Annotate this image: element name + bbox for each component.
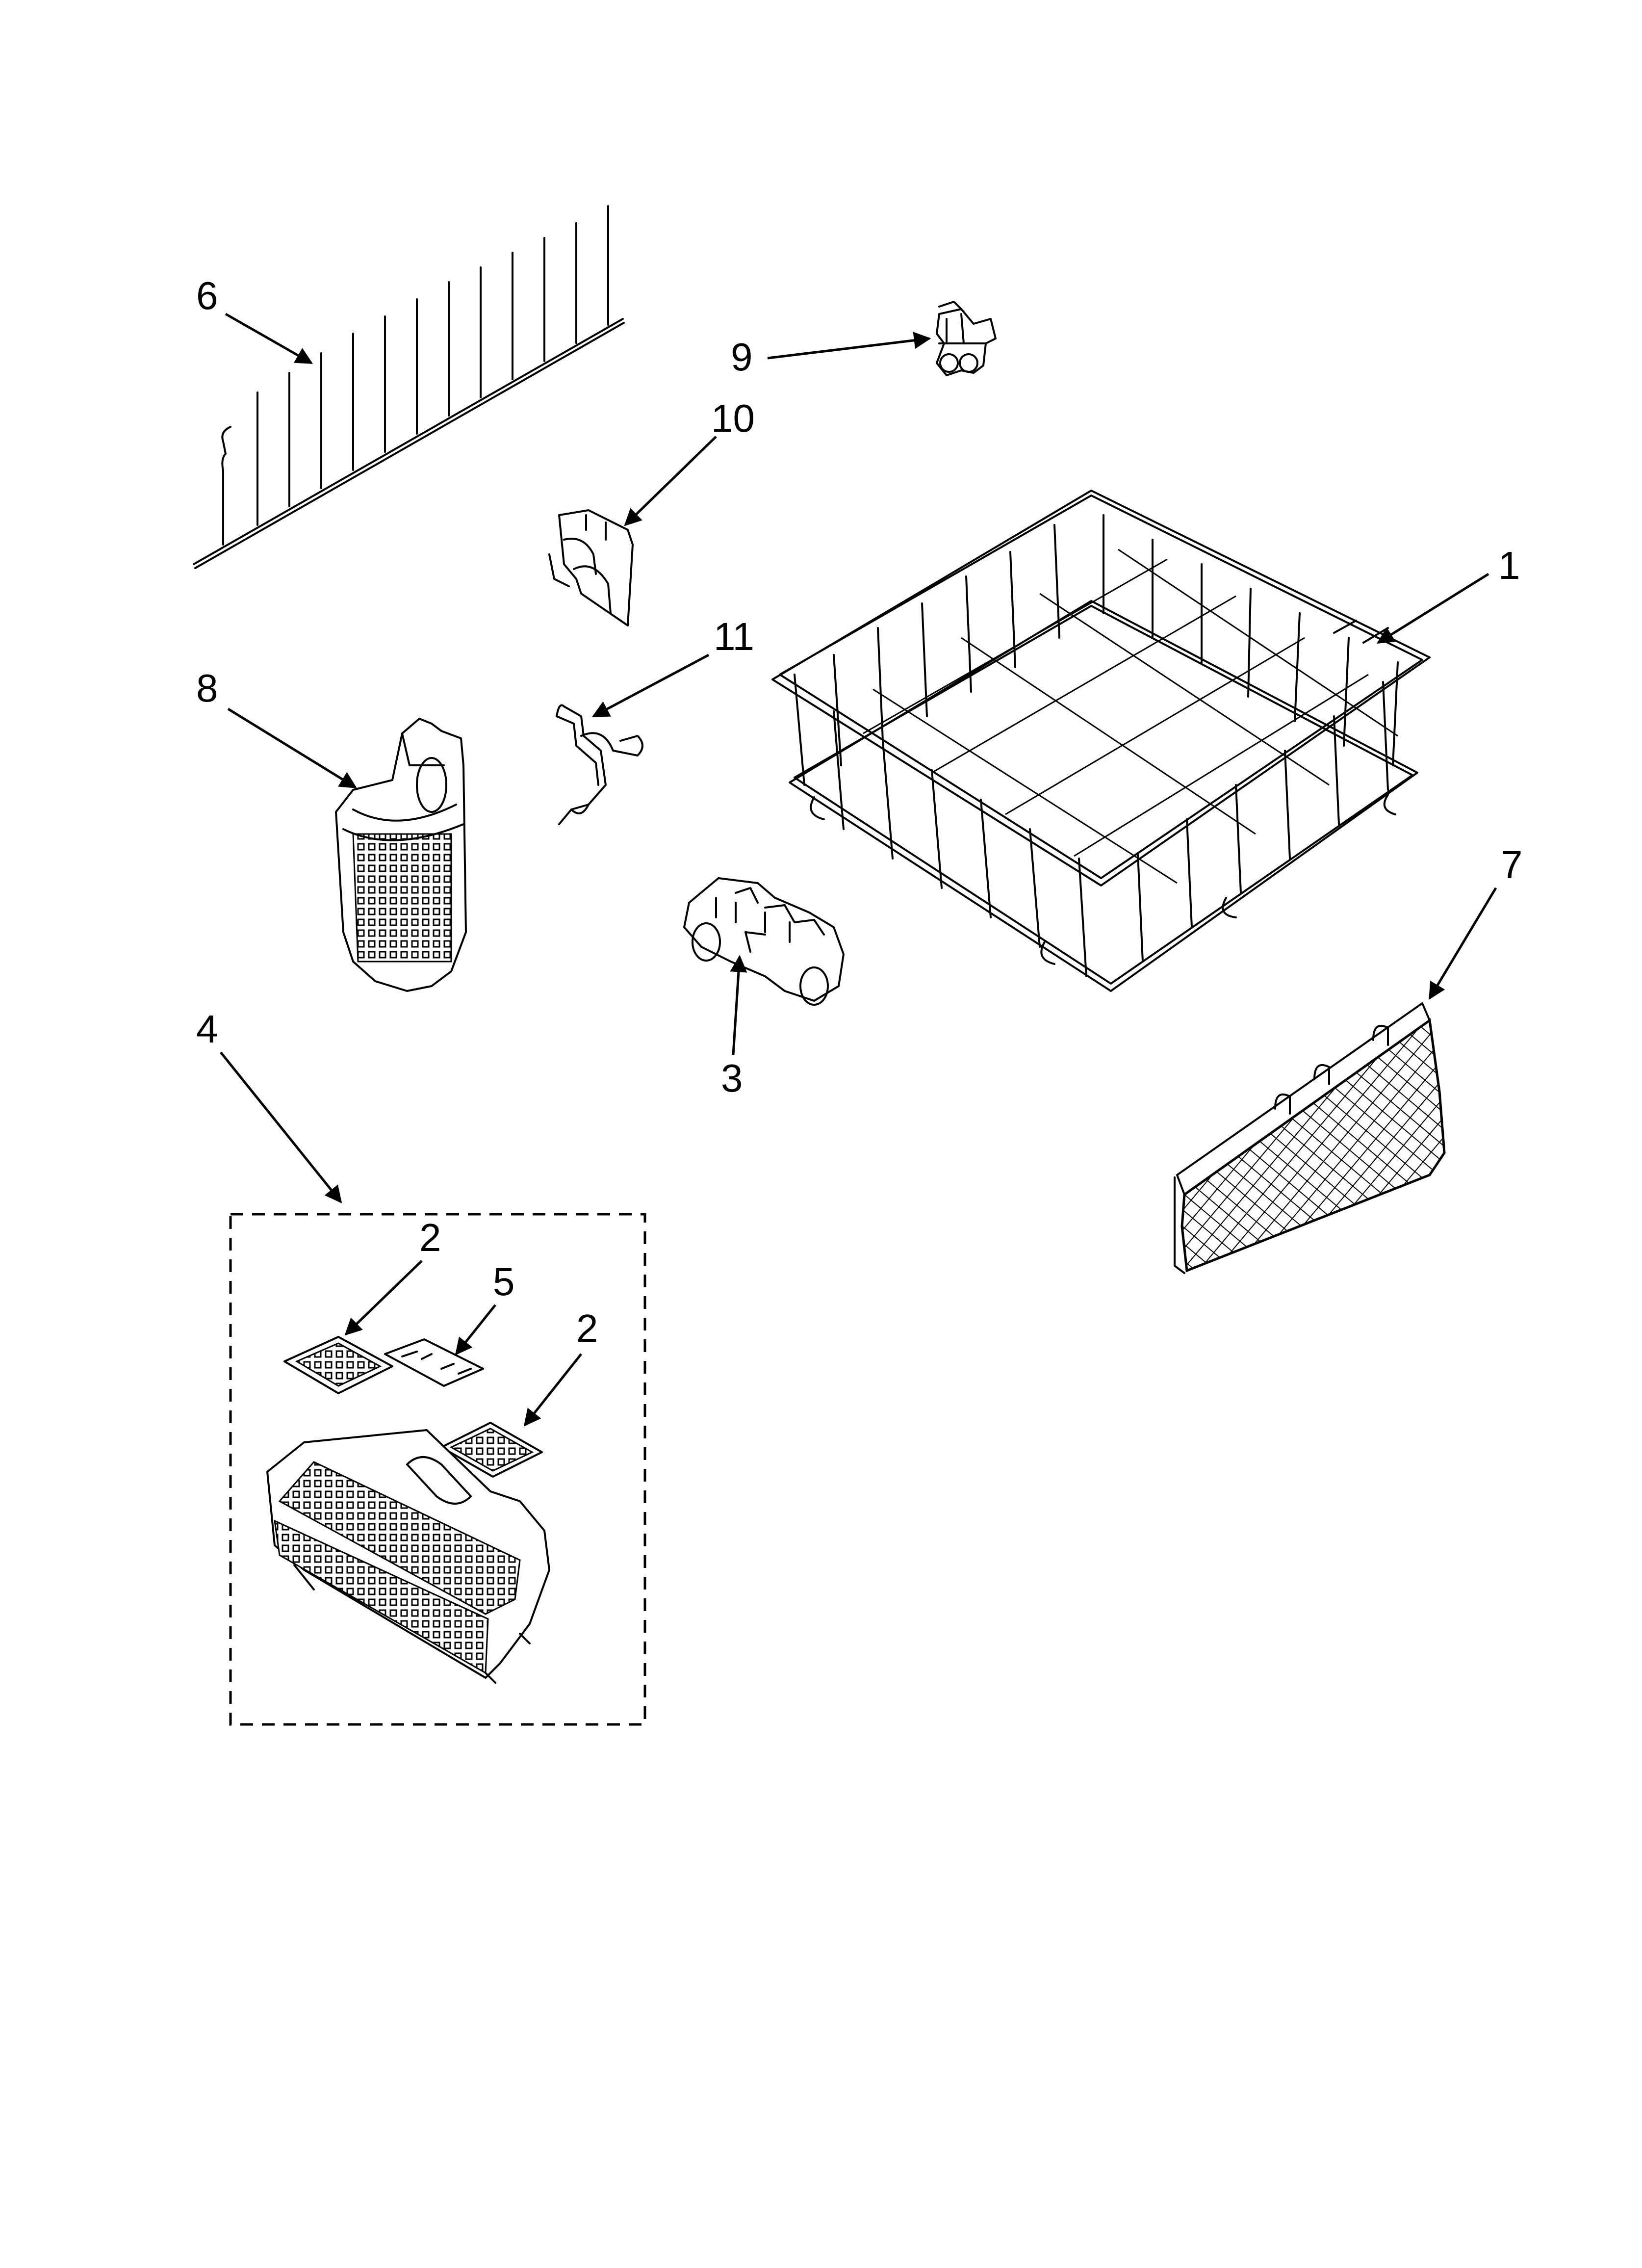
rack-roller-icon[interactable] [683,877,845,1006]
callout-label: 6 [196,274,218,317]
basket-lid-icon[interactable] [440,1422,543,1478]
callout-8: 8 [196,666,357,789]
callout-10: 10 [624,396,755,526]
callout-3: 3 [721,955,747,1100]
mesh-shield-icon[interactable] [1174,1002,1446,1274]
lower-dishrack-icon[interactable] [771,490,1431,992]
wire-clip-icon[interactable] [556,704,643,825]
small-basket-lid-icon[interactable] [384,1338,484,1387]
rack-bracket-icon[interactable] [548,509,634,626]
callout-4: 4 [196,1007,342,1203]
callout-label: 1 [1498,544,1520,587]
callout-6: 6 [196,274,313,365]
callout-label: 10 [711,396,755,440]
single-basket-icon[interactable] [335,718,467,992]
rack-clip-icon[interactable] [936,301,997,376]
callout-2a: 2 [344,1216,441,1336]
callout-label: 2 [419,1216,441,1259]
callout-2b: 2 [523,1306,598,1427]
callout-label: 5 [493,1260,515,1303]
callout-label: 3 [721,1056,743,1100]
silverware-basket-assembly-icon[interactable] [229,1213,646,1726]
callout-label: 8 [196,666,218,710]
callout-label: 11 [714,615,754,658]
callout-5: 5 [455,1260,515,1356]
callout-7: 7 [1428,843,1523,1000]
callout-9: 9 [731,332,931,379]
basket-body [266,1429,550,1684]
callout-label: 9 [731,335,753,379]
tine-row-icon[interactable] [193,205,625,569]
callout-label: 4 [196,1007,218,1051]
callout-11: 11 [591,615,754,718]
callout-label: 2 [576,1306,598,1350]
callout-1: 1 [1377,544,1520,644]
callout-label: 7 [1501,843,1523,886]
basket-lid-icon[interactable] [283,1336,393,1394]
